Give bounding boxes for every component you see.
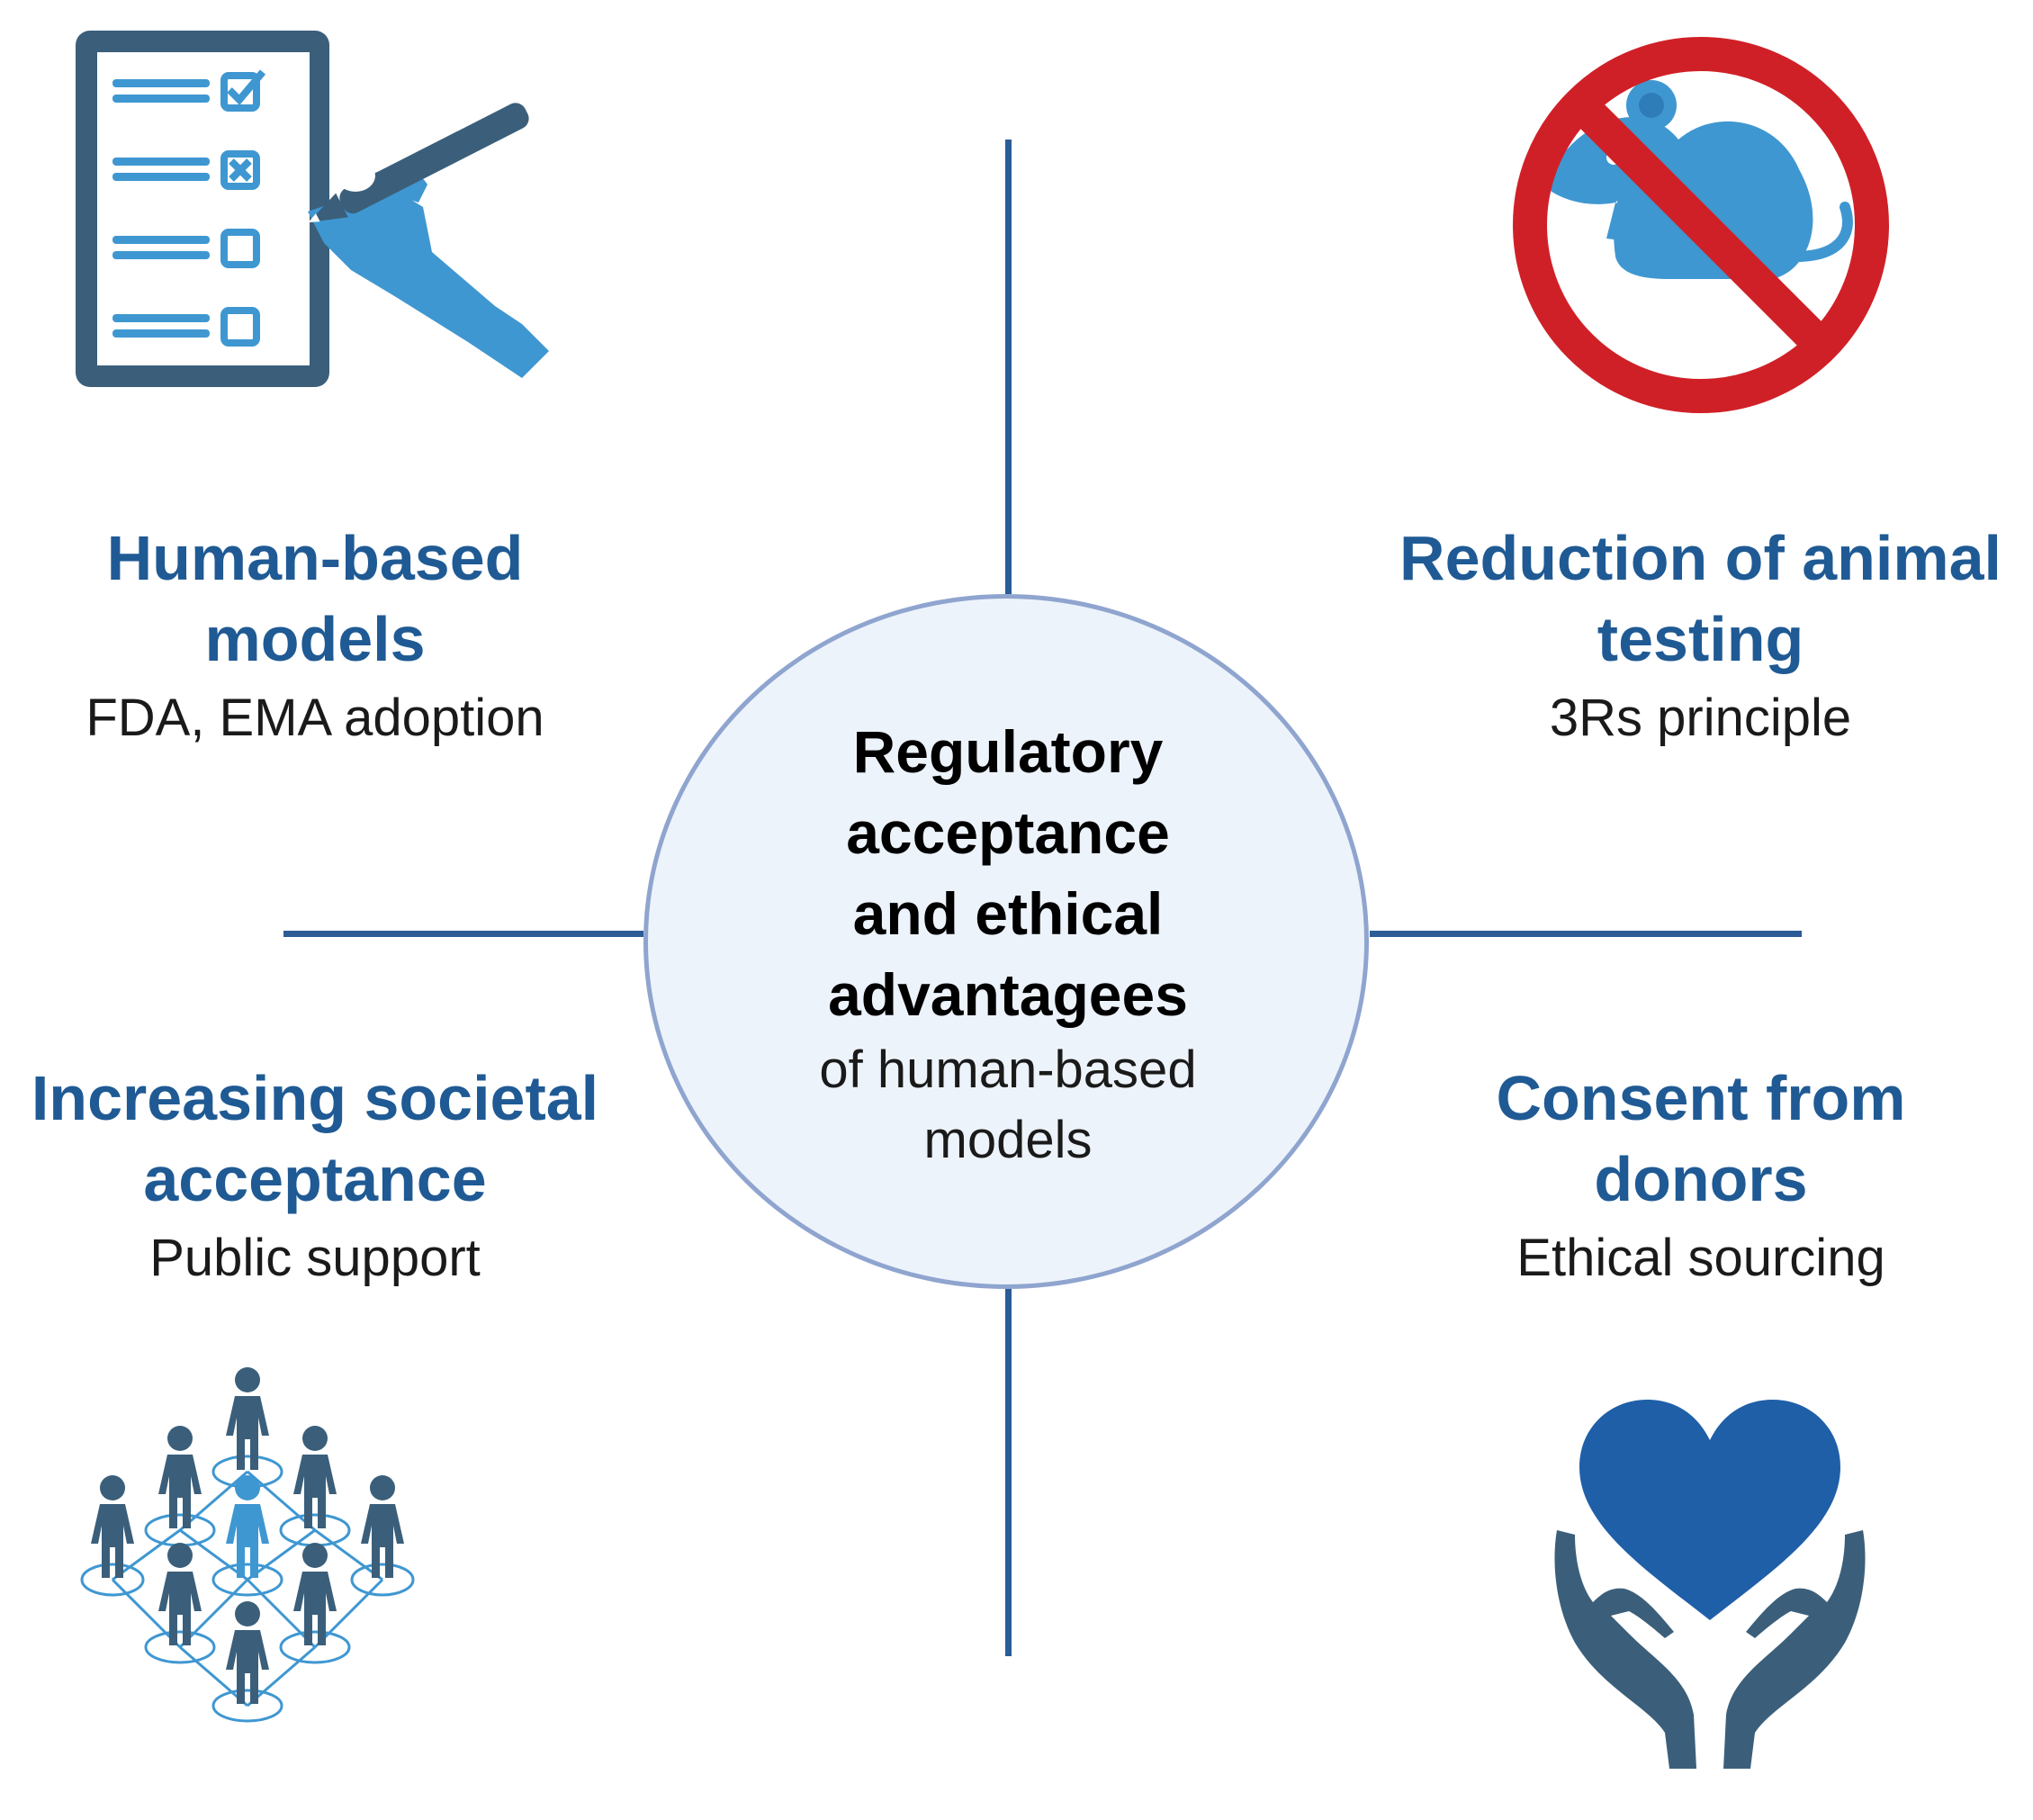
- quadrant-title-line: Reduction of animal: [1399, 523, 2002, 593]
- quadrant-title-line: donors: [1594, 1144, 1808, 1214]
- center-title-line: and ethical: [852, 880, 1164, 947]
- quadrant-title-line: models: [204, 604, 426, 674]
- connector-line-top: [1005, 140, 1012, 594]
- connector-line-right: [1370, 931, 1802, 937]
- connector-line-bottom: [1005, 1287, 1012, 1656]
- center-subtitle-line: of human-based: [819, 1041, 1197, 1099]
- quadrant-subtitle: Public support: [149, 1229, 481, 1287]
- center-title-line: acceptance: [846, 799, 1170, 866]
- quadrant-subtitle: FDA, EMA adoption: [85, 689, 544, 747]
- quadrant-title-line: Consent from: [1496, 1063, 1906, 1133]
- quadrant-donor-consent: Consent from donors Ethical sourcing: [1404, 1058, 1998, 1297]
- quadrant-title-line: testing: [1597, 604, 1804, 674]
- quadrant-title-line: Human-based: [106, 523, 524, 593]
- center-node-circle: [643, 594, 1369, 1289]
- center-subtitle-line: models: [923, 1111, 1093, 1169]
- people-network-icon: [80, 1367, 415, 1723]
- quadrant-subtitle: 3Rs principle: [1549, 689, 1852, 747]
- center-node-text: Regulatory acceptance and ethical advant…: [702, 711, 1314, 1176]
- no-animal-testing-icon: [1513, 37, 1889, 413]
- center-title-line: Regulatory: [852, 718, 1164, 785]
- quadrant-title-line: Increasing societal: [31, 1063, 599, 1133]
- quadrant-subtitle: Ethical sourcing: [1516, 1229, 1885, 1287]
- checklist-hand-icon: [76, 31, 549, 387]
- heart-hands-icon: [1554, 1400, 1866, 1769]
- quadrant-title-line: acceptance: [143, 1144, 487, 1214]
- quadrant-reduction-animal-testing: Reduction of animal testing 3Rs principl…: [1368, 518, 2033, 757]
- center-title-line: advantagees: [828, 961, 1188, 1028]
- quadrant-societal-acceptance: Increasing societal acceptance Public su…: [0, 1058, 630, 1297]
- connector-line-left: [283, 931, 643, 937]
- quadrant-human-based-models: Human-based models FDA, EMA adoption: [0, 518, 630, 757]
